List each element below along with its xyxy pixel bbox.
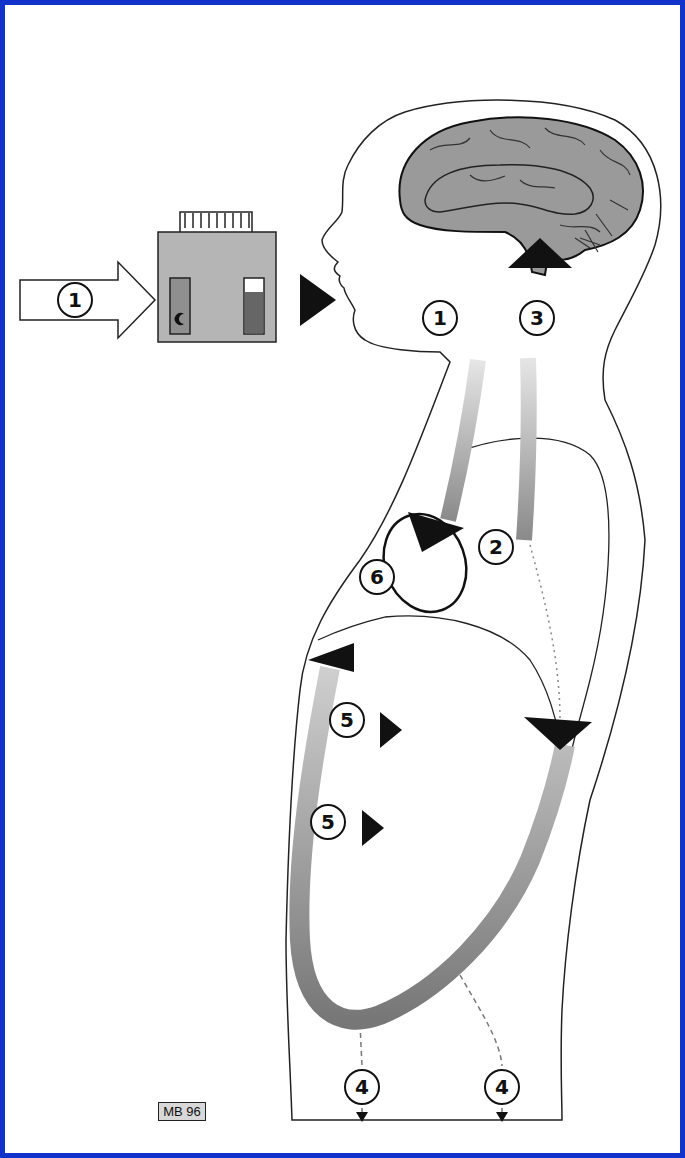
author-tag: MB 96	[158, 1102, 206, 1121]
arrowhead	[362, 810, 384, 846]
callout-number: 6	[359, 559, 395, 595]
dotted-path	[530, 545, 560, 720]
vaporizer	[158, 212, 276, 342]
arrowhead	[300, 274, 336, 326]
arrowhead	[356, 1112, 368, 1122]
diaphragm	[385, 616, 564, 770]
callout-number: 4	[484, 1069, 520, 1105]
callout-text: MB 96	[163, 1105, 201, 1118]
callout-text: 5	[340, 710, 354, 730]
callout-text: 5	[321, 812, 335, 832]
callout-number: 5	[329, 702, 365, 738]
arrowhead	[308, 643, 354, 672]
callout-text: 1	[433, 308, 447, 328]
callout-number: 1	[57, 282, 93, 318]
arrowhead	[508, 238, 572, 268]
callout-number: 2	[478, 529, 514, 565]
callout-text: 4	[495, 1077, 509, 1097]
arrowhead	[524, 717, 592, 750]
brain	[399, 117, 643, 275]
callout-text: 2	[489, 537, 503, 557]
uptake-band	[344, 823, 362, 829]
callout-text: 1	[68, 290, 82, 310]
arrowhead	[380, 712, 402, 748]
inlet-arrow	[20, 262, 155, 338]
arrowhead	[496, 1112, 508, 1122]
body-line	[318, 617, 385, 640]
callout-number: 3	[519, 300, 555, 336]
circulation	[299, 668, 565, 1020]
body-outline	[286, 100, 661, 1120]
callout-text: 4	[355, 1077, 369, 1097]
callout-number: 5	[310, 804, 346, 840]
callout-text: 6	[370, 567, 384, 587]
callout-text: 3	[530, 308, 544, 328]
uptake-band	[362, 725, 382, 731]
arrowhead	[408, 512, 464, 552]
callout-number: 1	[422, 300, 458, 336]
venous-return	[524, 358, 529, 540]
airway	[448, 360, 478, 520]
callout-number: 4	[344, 1069, 380, 1105]
